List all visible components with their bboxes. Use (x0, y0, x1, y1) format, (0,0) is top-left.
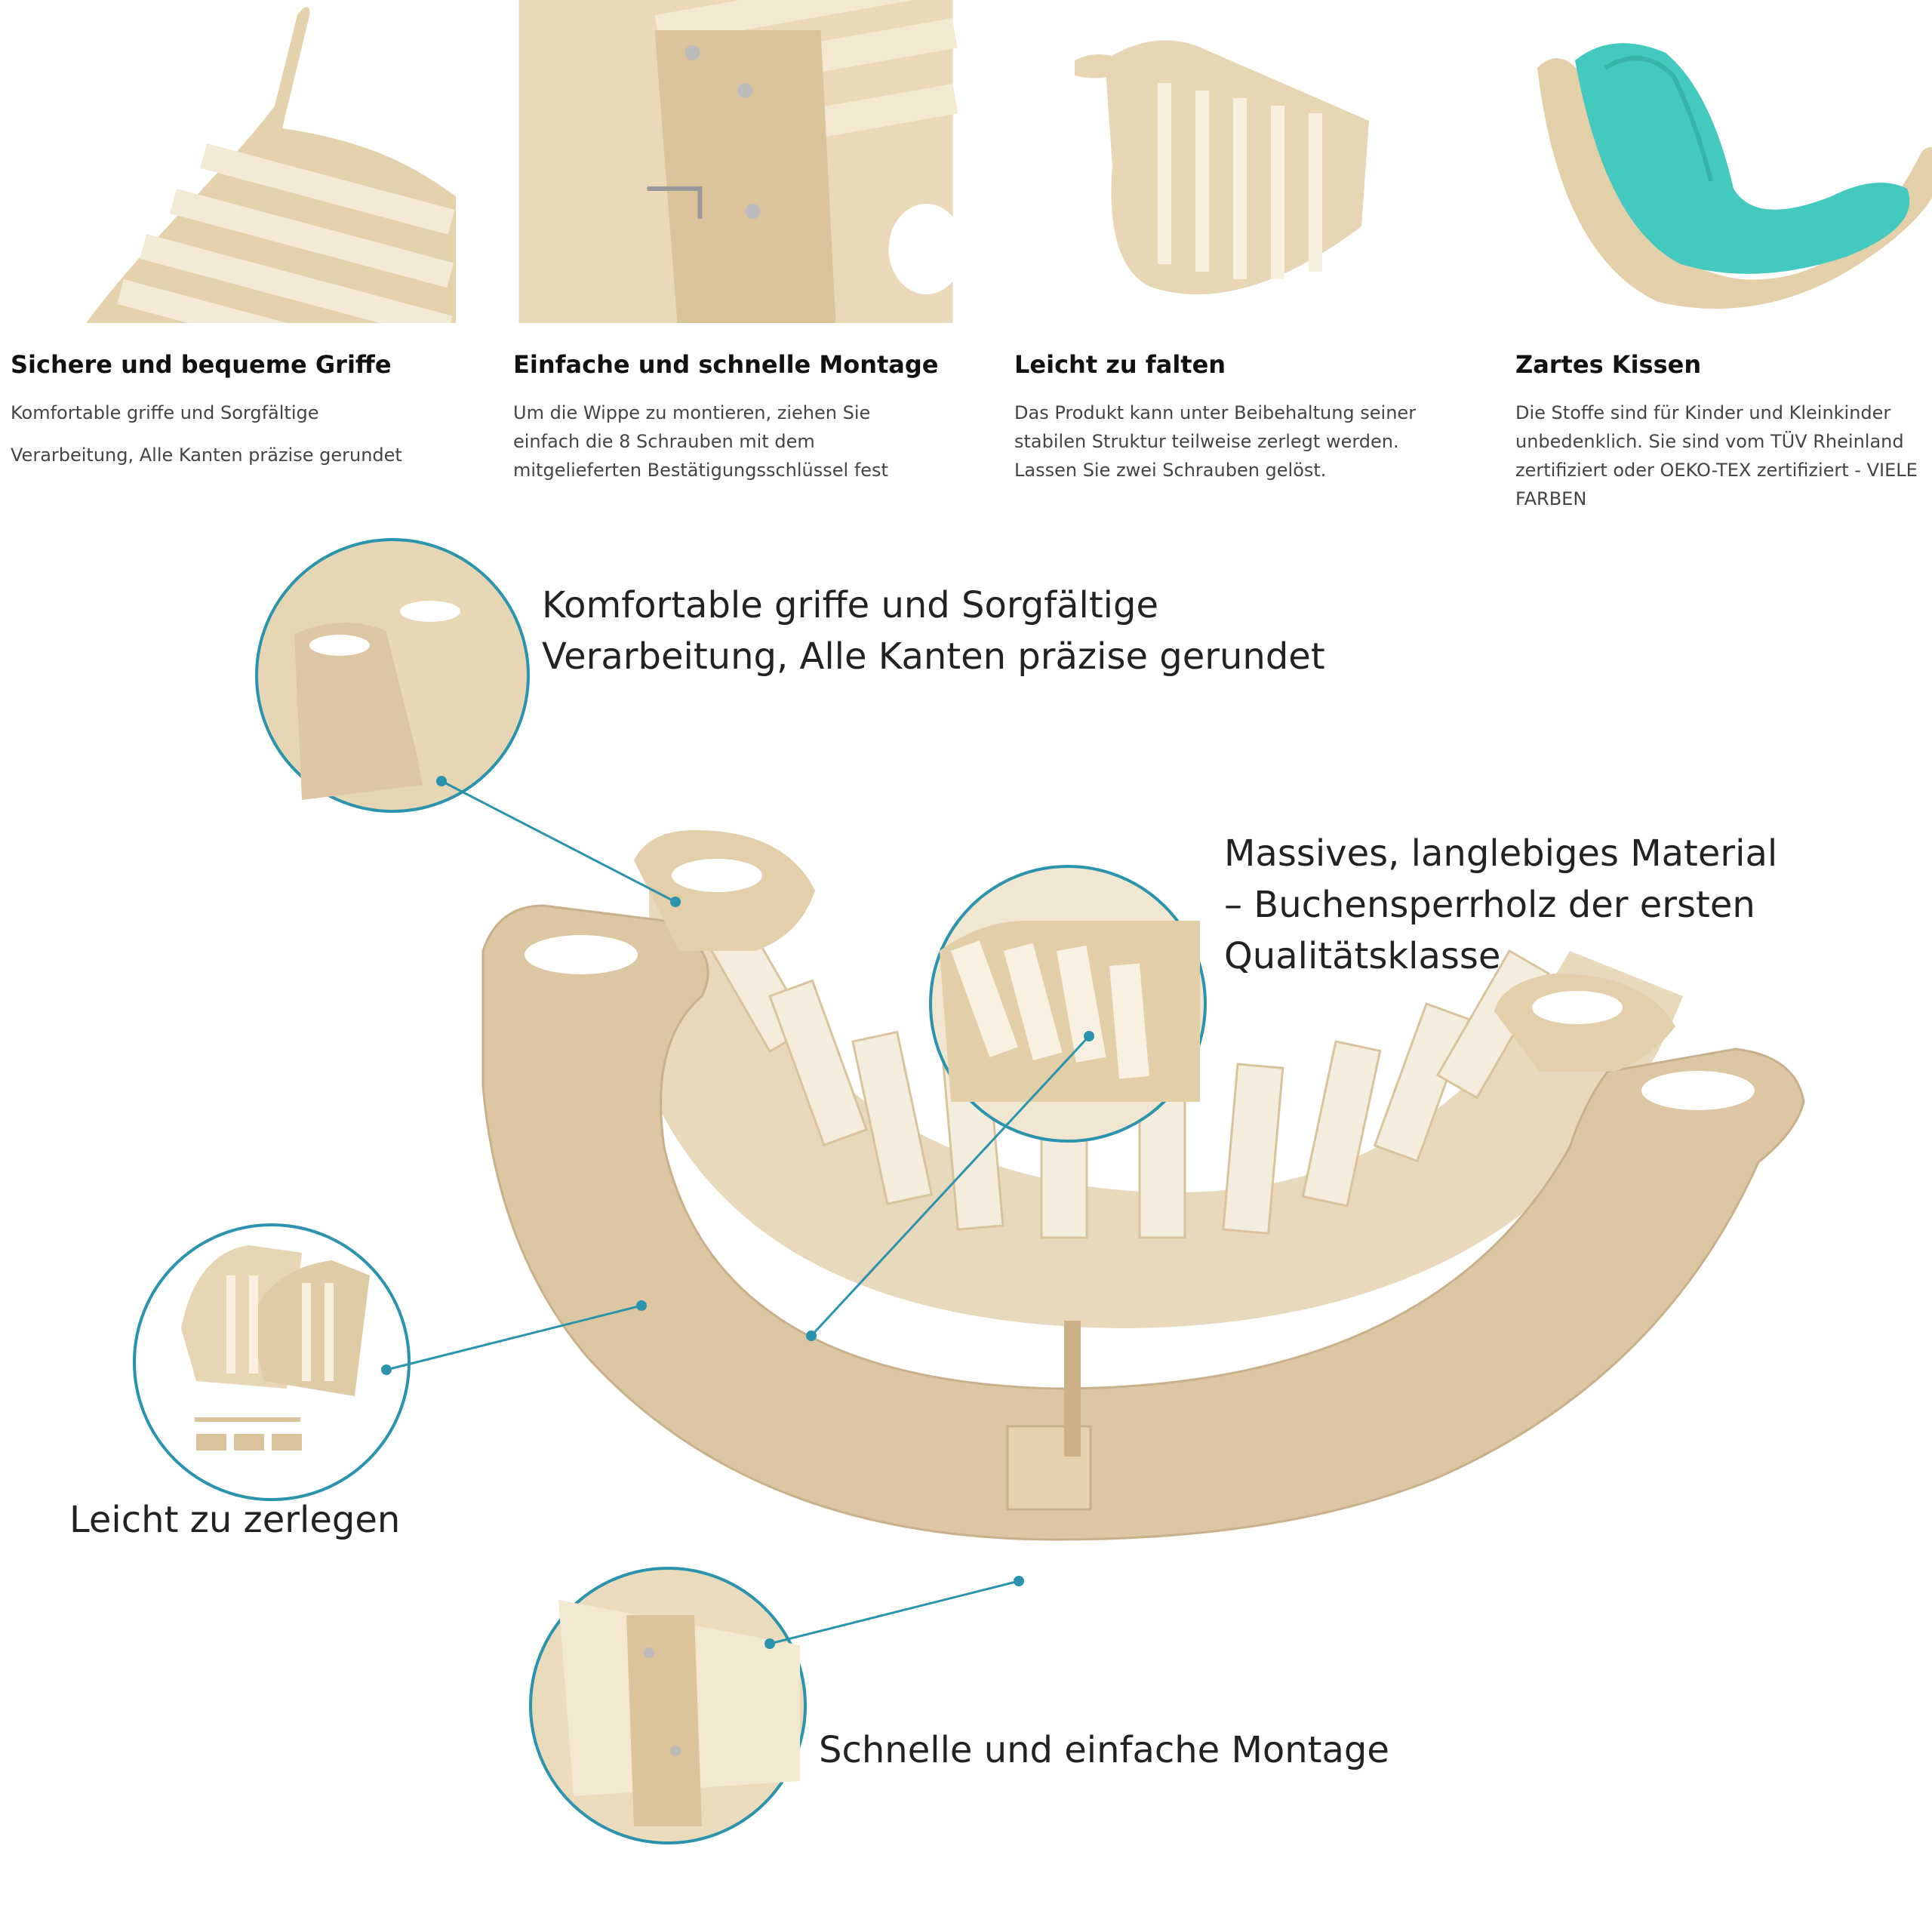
callout-dot (1084, 1031, 1094, 1041)
feature-description-line: Um die Wippe zu montieren, ziehen Sie ei… (513, 402, 888, 481)
handle-hole (672, 859, 762, 892)
callout-line: Komfortable griffe und Sorgfältige (542, 584, 1159, 626)
callout-text-material: Massives, langlebiges Material – Buchens… (1224, 828, 1777, 982)
callout-assembly-magnifier (529, 1567, 807, 1844)
callout-dot (806, 1331, 817, 1341)
callout-line-handles (441, 780, 676, 903)
feature-title: Sichere und bequeme Griffe (11, 350, 392, 379)
product-image-handles (11, 0, 456, 323)
callout-line-assembly (769, 1580, 1020, 1645)
callout-dot (764, 1638, 775, 1649)
feature-title: Zartes Kissen (1515, 350, 1702, 379)
callout-line: Leicht zu zerlegen (69, 1499, 401, 1541)
connector-rod (1064, 1321, 1081, 1457)
callout-line: Verarbeitung, Alle Kanten präzise gerund… (542, 635, 1325, 678)
feature-description: Die Stoffe sind für Kinder und Kleinkind… (1515, 398, 1923, 527)
callout-dot (670, 897, 681, 907)
feature-description-line: Das Produkt kann unter Beibehaltung sein… (1014, 402, 1417, 481)
handle-hole (1641, 1071, 1755, 1110)
feature-description-line: Komfortable griffe und Sorgfältige (11, 402, 319, 423)
callout-line-disassemble (386, 1304, 642, 1371)
callout-line: – Buchensperrholz der ersten (1224, 884, 1755, 926)
callout-handles-magnifier (255, 538, 530, 813)
callout-dot (436, 776, 447, 786)
handle-hole (1532, 991, 1623, 1024)
callout-overlay (133, 538, 1207, 1844)
feature-title: Leicht zu falten (1014, 350, 1226, 379)
callout-dot (381, 1364, 392, 1375)
callout-text-disassemble: Leicht zu zerlegen (69, 1494, 400, 1546)
callout-text-assembly: Schnelle und einfache Montage (819, 1724, 1389, 1776)
feature-description-line: Die Stoffe sind für Kinder und Kleinkind… (1515, 402, 1918, 509)
callout-disassemble-magnifier (133, 1223, 411, 1501)
callout-material-magnifier (929, 865, 1207, 1143)
feature-description: Um die Wippe zu montieren, ziehen Sie ei… (513, 398, 936, 498)
callout-text-handles: Komfortable griffe und Sorgfältige Verar… (542, 580, 1325, 682)
product-image-assembly (518, 0, 958, 323)
rocker-side-front (481, 904, 1805, 1541)
callout-dot (1014, 1576, 1024, 1586)
callout-line: Schnelle und einfache Montage (819, 1729, 1389, 1771)
feature-description: Komfortable griffe und Sorgfältige Verar… (11, 398, 402, 483)
callout-line: Massives, langlebiges Material (1224, 832, 1778, 875)
callout-line-material (810, 1035, 1091, 1337)
rocker-side-back (649, 845, 1683, 1328)
feature-description: Das Produkt kann unter Beibehaltung sein… (1014, 398, 1460, 498)
callout-line: Qualitätsklasse (1224, 935, 1501, 977)
handle-hole (525, 935, 638, 974)
product-image-folding (1014, 0, 1460, 323)
feature-title: Einfache und schnelle Montage (513, 350, 939, 379)
product-image-cushion (1530, 0, 1932, 323)
feature-description-line: Verarbeitung, Alle Kanten präzise gerund… (11, 445, 402, 466)
callout-dot (636, 1300, 647, 1311)
